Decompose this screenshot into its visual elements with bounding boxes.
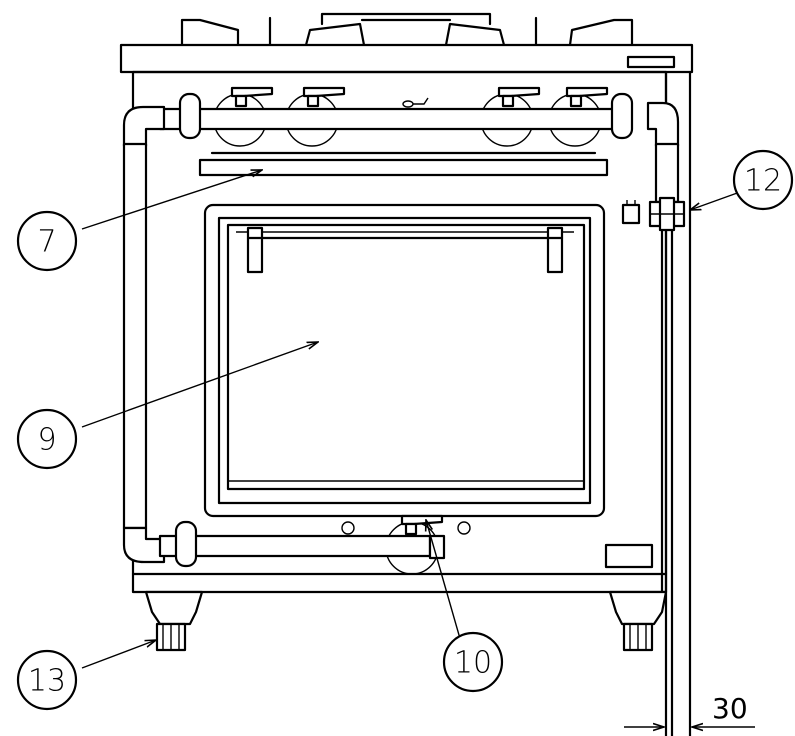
oven-door bbox=[203, 203, 606, 518]
callout-12: 12 bbox=[732, 149, 794, 211]
hob-top bbox=[119, 43, 694, 74]
callout-label-12: 12 bbox=[744, 164, 782, 199]
callout-label-13: 13 bbox=[28, 664, 66, 699]
dimension-label: 30 bbox=[712, 692, 748, 725]
callout-7: 7 bbox=[16, 210, 78, 272]
callout-10: 10 bbox=[442, 631, 504, 693]
rating-plate bbox=[604, 543, 654, 569]
dimension-annotation: 30 bbox=[624, 692, 755, 727]
callout-13: 13 bbox=[16, 649, 78, 711]
cooker-body bbox=[131, 70, 668, 594]
leader-lines bbox=[81, 170, 741, 669]
callout-label-10: 10 bbox=[454, 646, 492, 681]
adjustable-feet bbox=[144, 590, 668, 652]
ignition-switch bbox=[402, 97, 429, 108]
pan-supports bbox=[180, 12, 634, 47]
callout-label-9: 9 bbox=[37, 423, 56, 458]
grill-panel bbox=[198, 158, 609, 177]
gas-connector bbox=[621, 196, 686, 232]
callout-9: 9 bbox=[16, 408, 78, 470]
hob-badge bbox=[626, 55, 676, 69]
callout-label-7: 7 bbox=[37, 225, 56, 260]
top-handrail bbox=[122, 92, 680, 594]
bottom-handrail bbox=[122, 520, 446, 568]
